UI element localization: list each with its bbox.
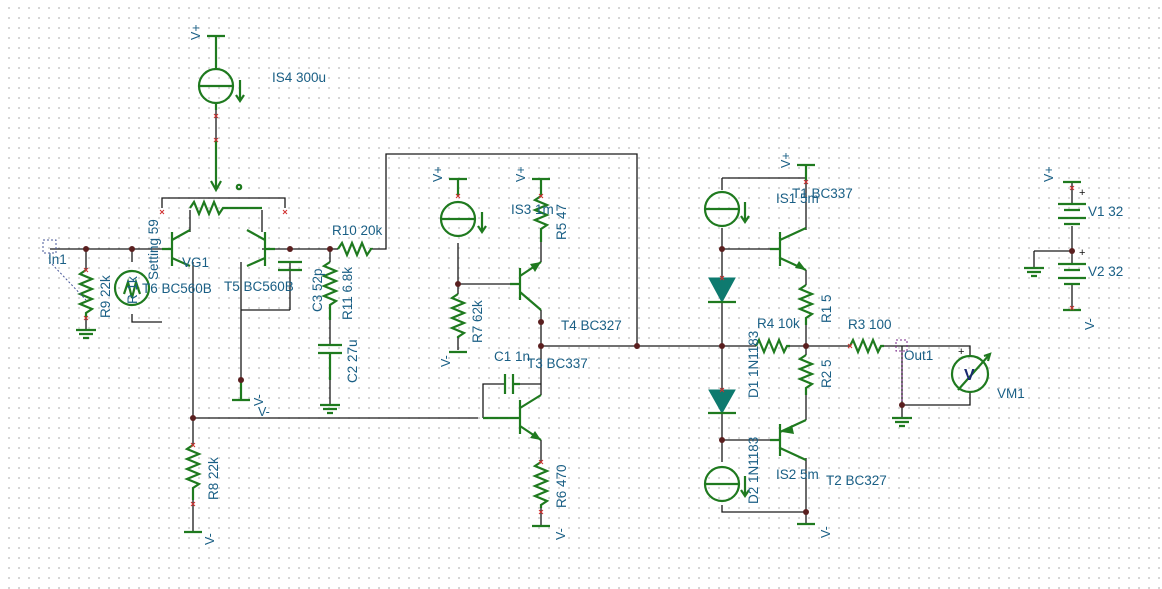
label-r4: R4 10k — [757, 316, 800, 331]
label-is1: IS1 5m — [776, 191, 819, 206]
label-is4: IS4 300u — [272, 70, 326, 85]
label-is3: IS3 1m — [511, 202, 554, 217]
label-d1: D1 1N1183 — [746, 331, 761, 398]
voltage-generator-vg1 — [113, 269, 151, 307]
supply-symbols — [184, 34, 1081, 534]
ground-symbols — [76, 266, 1044, 428]
label-r2: R2 5 — [819, 359, 834, 388]
label-t1: T1 BC337 — [792, 186, 853, 201]
current-source-is3 — [439, 200, 487, 238]
vplus-label-is4: V+ — [189, 24, 203, 40]
label-rik: R 1k — [125, 276, 140, 304]
vplus-label-battery: V+ — [1042, 166, 1056, 182]
label-t4: T4 BC327 — [561, 318, 622, 333]
pin-markers — [83, 113, 1075, 515]
label-vm1: VM1 — [997, 386, 1025, 401]
label-r6: R6 470 — [554, 464, 569, 508]
svg-text:+: + — [1079, 187, 1085, 199]
label-is2: IS2 5m — [776, 467, 819, 482]
vplus-label-r5: V+ — [514, 166, 528, 182]
voltmeter-v-glyph: V — [964, 367, 975, 384]
label-r3: R3 100 — [848, 317, 892, 332]
resistors — [77, 140, 884, 508]
batteries: + + — [1058, 187, 1086, 286]
transistors — [162, 227, 807, 461]
vminus-label-t2: V- — [819, 526, 833, 538]
vplus-label-is1: V+ — [779, 152, 793, 168]
current-source-is4 — [197, 56, 245, 110]
vminus-label-rail: V- — [258, 405, 270, 419]
label-v2: V2 32 — [1088, 264, 1123, 279]
current-source-is2 — [703, 465, 750, 503]
junction-dots — [83, 246, 1075, 515]
vminus-label-t5: V- — [252, 394, 266, 406]
svg-text:+: + — [1079, 247, 1085, 259]
vminus-label-r6: V- — [554, 528, 568, 540]
capacitors — [278, 260, 520, 394]
svg-text:+: + — [958, 346, 964, 358]
ports — [42, 239, 908, 405]
label-c1: C1 1n — [494, 349, 530, 364]
label-r7: R7 62k — [470, 300, 485, 343]
label-t5: T5 BC560B — [224, 279, 294, 294]
label-t3: T3 BC337 — [527, 356, 588, 371]
vplus-label-is3: V+ — [431, 166, 445, 182]
label-in1: In1 — [48, 252, 67, 267]
voltmeter-vm1: + — [950, 346, 992, 394]
label-c2: C2 27u — [345, 339, 360, 383]
label-vg1: VG1 — [182, 255, 209, 270]
label-r10: R10 20k — [332, 223, 383, 238]
vminus-label-r7: V- — [439, 355, 453, 367]
vminus-label-battery: V- — [1083, 318, 1097, 330]
label-r9: R9 22k — [98, 275, 113, 318]
label-r11: R11 6.8k — [340, 267, 355, 320]
label-out1: Out1 — [904, 348, 933, 363]
current-source-is1 — [703, 190, 750, 228]
vminus-label-r8: V- — [203, 533, 217, 545]
label-t2: T2 BC327 — [826, 473, 887, 488]
label-t6: T6 BC560B — [142, 281, 212, 296]
labels: V+ V+ V+ V+ V+ V- V- V- V- V- V- V- IS4 … — [48, 24, 1123, 545]
label-d2: D2 1N1183 — [746, 437, 761, 504]
label-setting: Setting 59 — [146, 219, 161, 280]
label-v1: V1 32 — [1088, 204, 1123, 219]
label-r1: R1 5 — [819, 294, 834, 323]
label-c3: C3 52p — [310, 268, 325, 312]
label-r8: R8 22k — [206, 457, 221, 500]
label-r5: R5 47 — [554, 204, 569, 240]
